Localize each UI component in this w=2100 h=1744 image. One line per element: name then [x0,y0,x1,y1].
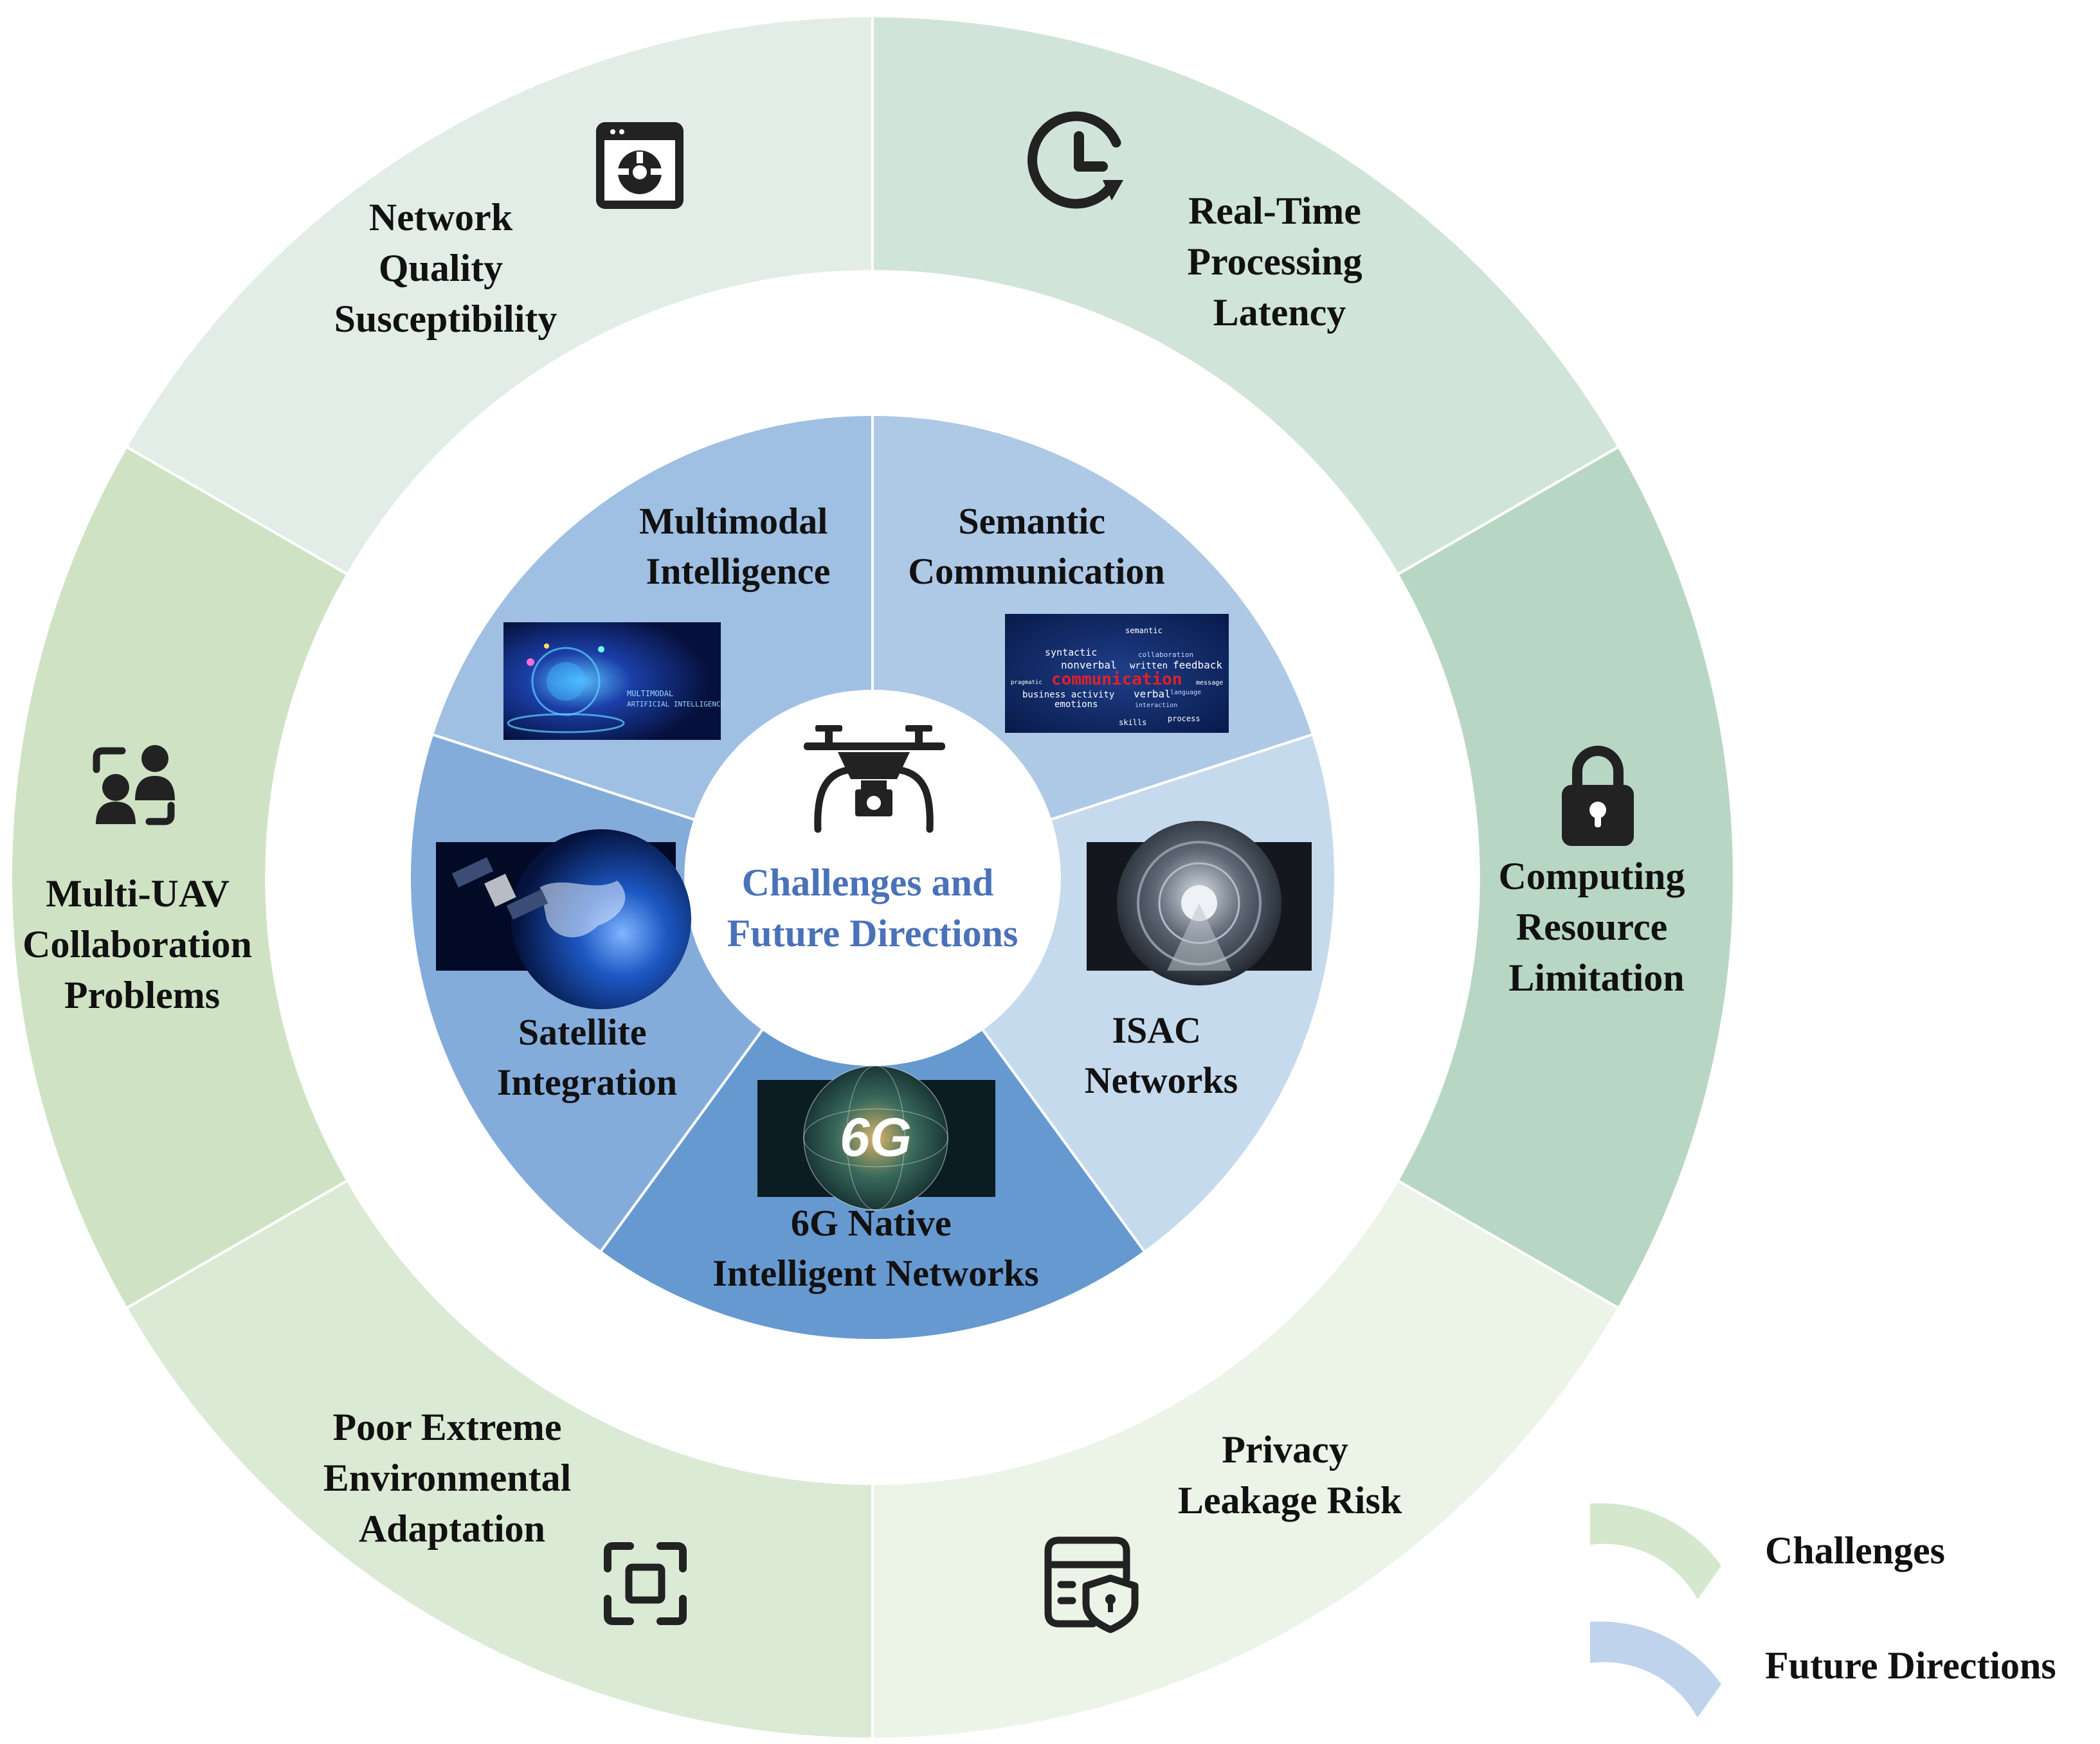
label-line: Network [369,196,513,238]
label-satellite: Satellite Integration [497,1011,677,1103]
clock-refresh-icon [1027,111,1123,209]
label-line: ISAC [1112,1009,1201,1051]
document-shield-icon [1044,1536,1139,1633]
thumb-word: language [1170,689,1201,696]
label-line: Intelligent Networks [712,1252,1038,1294]
users-swap-icon [93,745,175,825]
thumbnail-semantic: syntactic nonverbal written feedback com… [1005,614,1229,733]
thumb-word: interaction [1135,702,1177,709]
label-line: Semantic [958,500,1105,542]
label-line: Real-Time [1188,190,1361,232]
label-line: Intelligence [646,550,831,592]
thumbnail-multimodal: MULTIMODAL ARTIFICIAL INTELLIGENCE [503,622,725,740]
thumb-text: 6G [840,1107,912,1167]
center-circle[interactable] [689,694,1056,1061]
label-line: Poor Extreme [333,1406,562,1448]
thumb-word: written [1130,661,1168,671]
label-line: Multimodal [639,500,828,542]
label-multi-uav: Multi-UAV Collaboration Problems [23,872,262,1016]
thumb-word: nonverbal [1061,659,1117,671]
label-line: Communication [908,550,1165,592]
label-privacy: Privacy Leakage Risk [1178,1428,1402,1522]
segment-network-quality[interactable] [124,14,874,577]
label-real-time: Real-Time Processing Latency [1187,190,1371,334]
center-title-line: Future Directions [727,912,1018,955]
label-line: Collaboration [23,923,252,966]
thumbnail-6g: 6G [757,1065,995,1210]
browser-window-icon [596,122,683,209]
label-extreme-env: Poor Extreme Environmental Adaptation [323,1406,581,1550]
thumb-word: emotions [1055,699,1098,710]
thumb-word: collaboration [1138,651,1193,659]
label-line: Problems [64,974,220,1016]
label-line: Computing [1498,855,1685,897]
thumb-text: MULTIMODAL [627,689,673,698]
label-isac: ISAC Networks [1085,1009,1238,1101]
thumb-word: business activity [1022,690,1114,700]
segment-real-time[interactable] [871,14,1621,577]
center-title-line: Challenges and [742,861,994,904]
thumb-word: pragmatic [1011,679,1042,686]
segment-computing[interactable] [1395,445,1735,1310]
legend-label-future-directions: Future Directions [1765,1644,2056,1687]
label-line: Leakage Risk [1178,1479,1402,1522]
center-title: Challenges and Future Directions [727,861,1018,955]
thumb-word: communication [1051,670,1182,689]
thumb-word: message [1196,679,1223,687]
thumb-word: feedback [1173,659,1222,671]
label-line: Susceptibility [334,298,557,340]
label-line: Multi-UAV [46,872,229,915]
thumb-word: skills [1119,718,1146,727]
legend-swatch-future-directions [1590,1621,1721,1718]
thumb-word: syntactic [1045,647,1097,658]
thumbnail-satellite [436,829,691,1009]
label-line: Processing [1187,240,1362,283]
label-line: Quality [379,247,503,289]
label-multimodal: Multimodal Intelligence [639,500,837,592]
label-line: Environmental [323,1457,572,1499]
legend-swatch-challenges [1590,1503,1721,1599]
legend-label-challenges: Challenges [1765,1529,1945,1572]
label-computing: Computing Resource Limitation [1498,855,1694,999]
focus-frame-icon [604,1542,687,1625]
label-line: Privacy [1222,1428,1348,1471]
label-line: Latency [1213,291,1346,334]
thumb-word: semantic [1125,626,1163,635]
label-line: Satellite [518,1011,647,1053]
thumb-word: verbal [1134,688,1171,700]
lock-icon [1562,746,1634,846]
label-line: Integration [497,1061,677,1103]
label-line: Resource [1516,906,1668,948]
thumb-text: ARTIFICIAL INTELLIGENCE [627,700,725,708]
label-network-quality: Network Quality Susceptibility [334,196,557,340]
label-semantic: Semantic Communication [908,500,1165,592]
label-line: Adaptation [359,1507,545,1550]
label-line: Limitation [1508,957,1684,999]
thumbnail-isac [1087,821,1312,985]
label-line: Networks [1085,1059,1238,1101]
drone-camera-icon [804,725,945,833]
segment-multi-uav[interactable] [10,445,350,1310]
thumb-word: process [1168,714,1200,723]
legend: Challenges Future Directions [1590,1503,2056,1718]
